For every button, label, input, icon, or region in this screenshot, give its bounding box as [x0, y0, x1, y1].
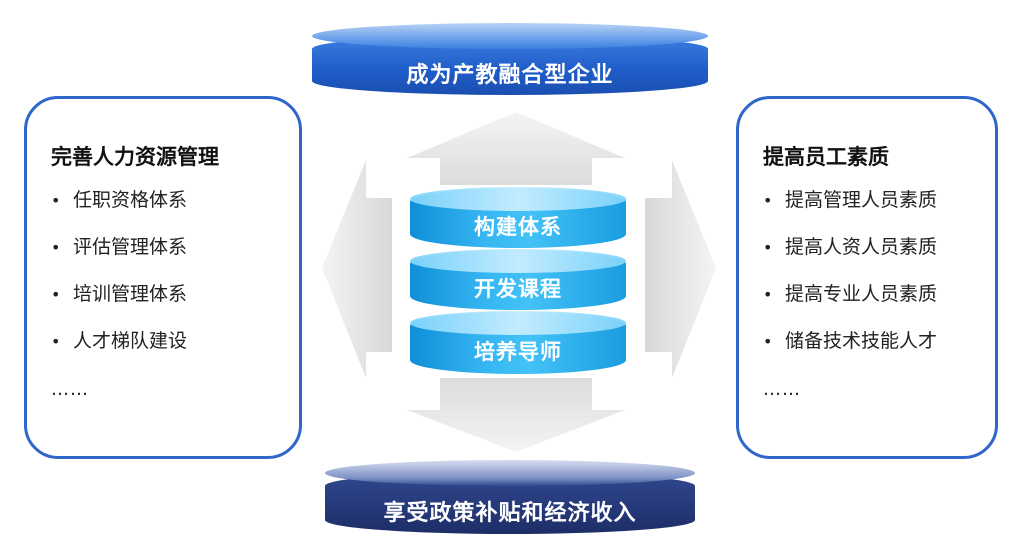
center-layer-3: 培养导师: [410, 311, 626, 374]
left-panel-title: 完善人力资源管理: [51, 145, 219, 169]
list-item-label: 评估管理体系: [73, 236, 188, 258]
right-panel-title: 提高员工素质: [763, 145, 889, 169]
left-panel-list: • 任职资格体系 • 评估管理体系 • 培训管理体系 • 人才梯队建设: [51, 187, 187, 375]
arrow-left: [322, 160, 392, 378]
list-item: • 人才梯队建设: [51, 328, 187, 375]
bullet: •: [51, 191, 61, 210]
bullet: •: [51, 238, 61, 257]
list-item-label: 培训管理体系: [73, 283, 188, 305]
list-item-label: 提高管理人员素质: [785, 189, 938, 211]
bullet: •: [763, 285, 773, 304]
center-layer-label: 培养导师: [474, 340, 562, 364]
center-layer-label: 构建体系: [474, 215, 562, 239]
right-panel: 提高员工素质 • 提高管理人员素质 • 提高人资人员素质 • 提高专业人员素质 • 储备…: [736, 96, 998, 459]
left-panel-ellipsis: ……: [51, 379, 89, 400]
bullet: •: [763, 238, 773, 257]
center-layer-1: 构建体系: [410, 187, 626, 248]
center-layer-2: 开发课程: [410, 249, 626, 310]
right-panel-ellipsis: ……: [763, 379, 801, 400]
arrow-down: [407, 378, 625, 452]
list-item-label: 提高人资人员素质: [785, 236, 938, 258]
top-banner: 成为产教融合型企业: [312, 23, 708, 95]
center-layer-label: 开发课程: [474, 277, 562, 301]
list-item: • 评估管理体系: [51, 234, 187, 281]
arrow-up: [407, 112, 625, 185]
list-item: • 提高管理人员素质: [763, 187, 937, 234]
bullet: •: [763, 332, 773, 351]
list-item: • 任职资格体系: [51, 187, 187, 234]
bottom-banner-text: 享受政策补贴和经济收入: [383, 501, 637, 526]
right-panel-list: • 提高管理人员素质 • 提高人资人员素质 • 提高专业人员素质 • 储备技术技能人才: [763, 187, 937, 375]
list-item: • 提高专业人员素质: [763, 281, 937, 328]
left-panel: 完善人力资源管理 • 任职资格体系 • 评估管理体系 • 培训管理体系 • 人才梯队建设…: [24, 96, 302, 459]
list-item-label: 提高专业人员素质: [785, 283, 938, 305]
list-item: • 提高人资人员素质: [763, 234, 937, 281]
list-item-label: 人才梯队建设: [73, 330, 188, 352]
bullet: •: [51, 332, 61, 351]
list-item: • 储备技术技能人才: [763, 328, 937, 375]
top-banner-text: 成为产教融合型企业: [406, 63, 614, 88]
list-item-label: 任职资格体系: [73, 189, 188, 211]
bullet: •: [763, 191, 773, 210]
list-item-label: 储备技术技能人才: [785, 330, 938, 352]
list-item: • 培训管理体系: [51, 281, 187, 328]
arrow-right: [645, 160, 716, 378]
bottom-banner: 享受政策补贴和经济收入: [325, 460, 695, 534]
bullet: •: [51, 285, 61, 304]
